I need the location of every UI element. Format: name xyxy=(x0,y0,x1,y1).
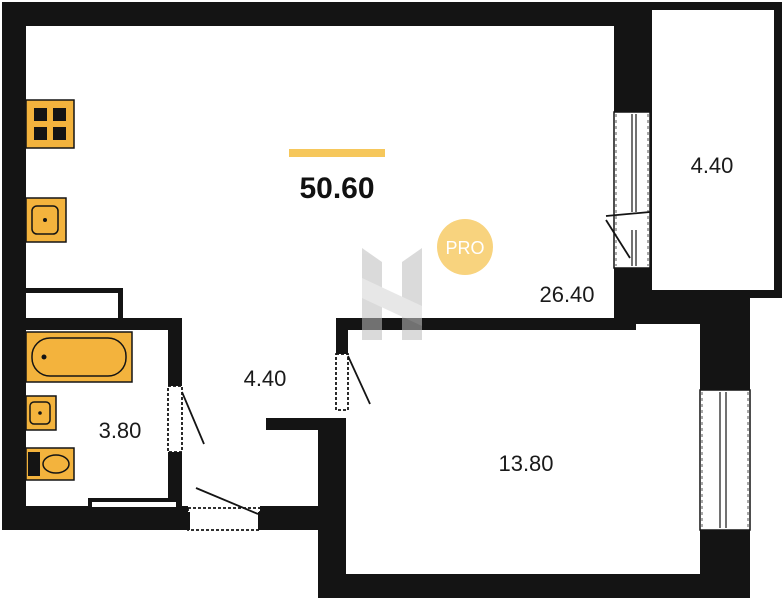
washbasin-icon xyxy=(25,395,57,431)
door-bedroom-leaf xyxy=(347,355,371,405)
wall-bath-right-lower xyxy=(168,452,182,510)
wall-bottom-hall xyxy=(260,506,324,530)
doors xyxy=(167,353,371,531)
door-entrance-leaf xyxy=(195,487,259,515)
window-bedroom xyxy=(699,389,751,531)
niche-right xyxy=(118,288,123,322)
pro-badge-label: PRO xyxy=(445,238,484,258)
bathtub-icon xyxy=(25,331,133,383)
door-bathroom-frame xyxy=(167,385,183,453)
total-area-accent-bar xyxy=(289,149,385,157)
balcony-right xyxy=(774,2,782,298)
room-area-bedroom: 13.80 xyxy=(498,451,553,476)
window-dashes xyxy=(615,114,749,528)
door-post-2 xyxy=(258,512,264,530)
niche-top xyxy=(20,288,122,293)
kitchen-sink-icon xyxy=(25,197,67,243)
wall-bath-top xyxy=(20,318,182,330)
balcony-door-swing xyxy=(605,211,651,259)
bath-ledge-inner xyxy=(92,502,176,507)
window-glass-lines xyxy=(631,114,727,528)
wall-bedroom-corner xyxy=(336,318,348,354)
balcony-bottom xyxy=(648,290,782,298)
wall-bedroom-right-upper xyxy=(700,318,750,390)
room-area-balcony: 4.40 xyxy=(691,153,734,178)
wall-bottom-bedroom xyxy=(318,574,750,598)
wall-top xyxy=(2,2,642,26)
wall-bath-right-upper xyxy=(168,318,182,386)
pro-badge: PRO xyxy=(437,219,493,275)
room-area-hallway: 4.40 xyxy=(244,366,287,391)
room-area-bathroom: 3.80 xyxy=(99,418,142,443)
wall-right-step xyxy=(614,298,750,324)
balcony-top xyxy=(640,2,782,10)
watermark-logo xyxy=(362,248,422,340)
wall-hall-piece xyxy=(266,418,346,430)
door-post-1 xyxy=(184,512,190,530)
stove-icon xyxy=(25,99,75,149)
total-area-value: 50.60 xyxy=(299,172,374,205)
wall-bedroom-left xyxy=(318,418,346,598)
wall-right-upper xyxy=(614,2,650,112)
wall-left xyxy=(2,2,26,512)
door-bathroom-leaf xyxy=(181,391,205,445)
door-bedroom-frame xyxy=(335,353,349,411)
door-entrance-frame xyxy=(187,507,261,531)
toilet-icon xyxy=(25,447,75,481)
wall-bedroom-right-lower xyxy=(700,530,750,598)
room-area-living-kitchen: 26.40 xyxy=(539,282,594,307)
